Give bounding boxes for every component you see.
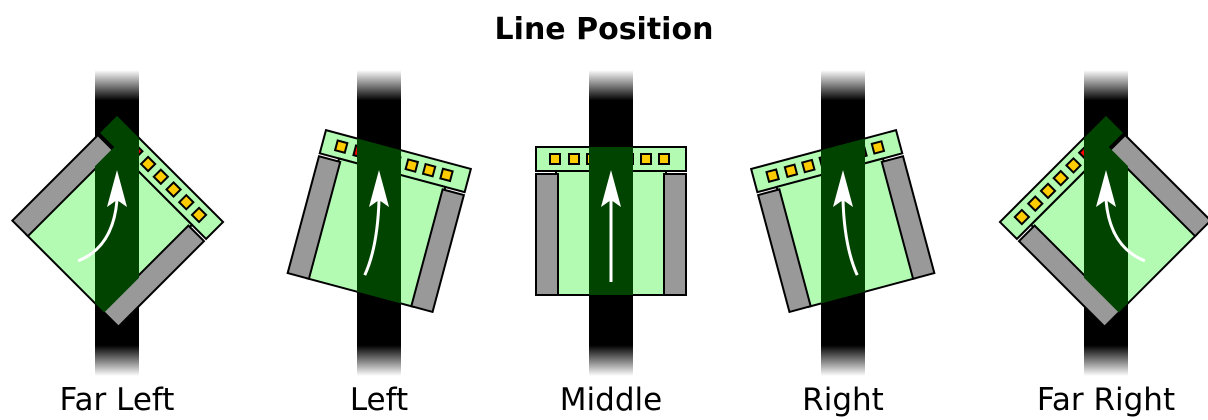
right-wheel xyxy=(880,154,936,281)
robot-group xyxy=(998,70,1208,376)
sensor-off xyxy=(1013,208,1031,226)
sensor-off xyxy=(1026,195,1044,213)
sensor-off xyxy=(568,153,580,165)
position-label: Right xyxy=(802,382,884,418)
position-label: Middle xyxy=(559,382,663,418)
position-label: Far Right xyxy=(1036,382,1176,418)
sensor-off xyxy=(549,153,561,165)
sensor-off xyxy=(1064,156,1082,174)
direction-arrow xyxy=(841,199,859,276)
sensor-off xyxy=(658,153,670,165)
robot-group xyxy=(749,70,936,376)
direction-arrow xyxy=(77,199,119,263)
direction-arrow xyxy=(1104,199,1146,263)
right-wheel xyxy=(410,188,466,314)
arrow-head xyxy=(833,170,853,207)
right-wheel xyxy=(1108,133,1208,238)
sensor-off xyxy=(404,158,420,173)
diagram-title: Line Position xyxy=(494,12,714,47)
robot-group xyxy=(286,70,473,376)
sensor-off xyxy=(333,139,349,155)
direction-arrow xyxy=(363,199,381,276)
right-wheel xyxy=(663,173,687,296)
arrow-head xyxy=(1096,170,1116,207)
sensor-off xyxy=(783,163,799,179)
arrow-head xyxy=(369,170,389,207)
sensor-off xyxy=(765,168,780,183)
left-wheel xyxy=(756,188,812,314)
arrow-head xyxy=(601,170,621,207)
sensor-off xyxy=(152,168,170,186)
left-wheel xyxy=(535,173,559,296)
sensor-off xyxy=(177,193,195,211)
robot-group xyxy=(10,70,225,376)
position-label: Left xyxy=(349,382,409,418)
sensor-off xyxy=(640,153,652,165)
sensor-off xyxy=(870,140,886,155)
sensor-off xyxy=(139,155,157,173)
sensor-off xyxy=(165,180,183,198)
arrow-head xyxy=(107,170,127,207)
position-label: Far Left xyxy=(59,382,175,418)
sensor-off xyxy=(439,167,454,183)
left-wheel xyxy=(10,133,115,238)
sensor-off xyxy=(190,206,208,224)
left-wheel xyxy=(1017,224,1122,329)
right-wheel xyxy=(101,224,206,329)
sensor-off xyxy=(800,158,816,174)
left-wheel xyxy=(286,154,342,281)
sensor-off xyxy=(1052,169,1070,187)
sensor-off xyxy=(1039,182,1057,200)
robot-group xyxy=(535,70,687,376)
sensor-off xyxy=(421,162,437,178)
